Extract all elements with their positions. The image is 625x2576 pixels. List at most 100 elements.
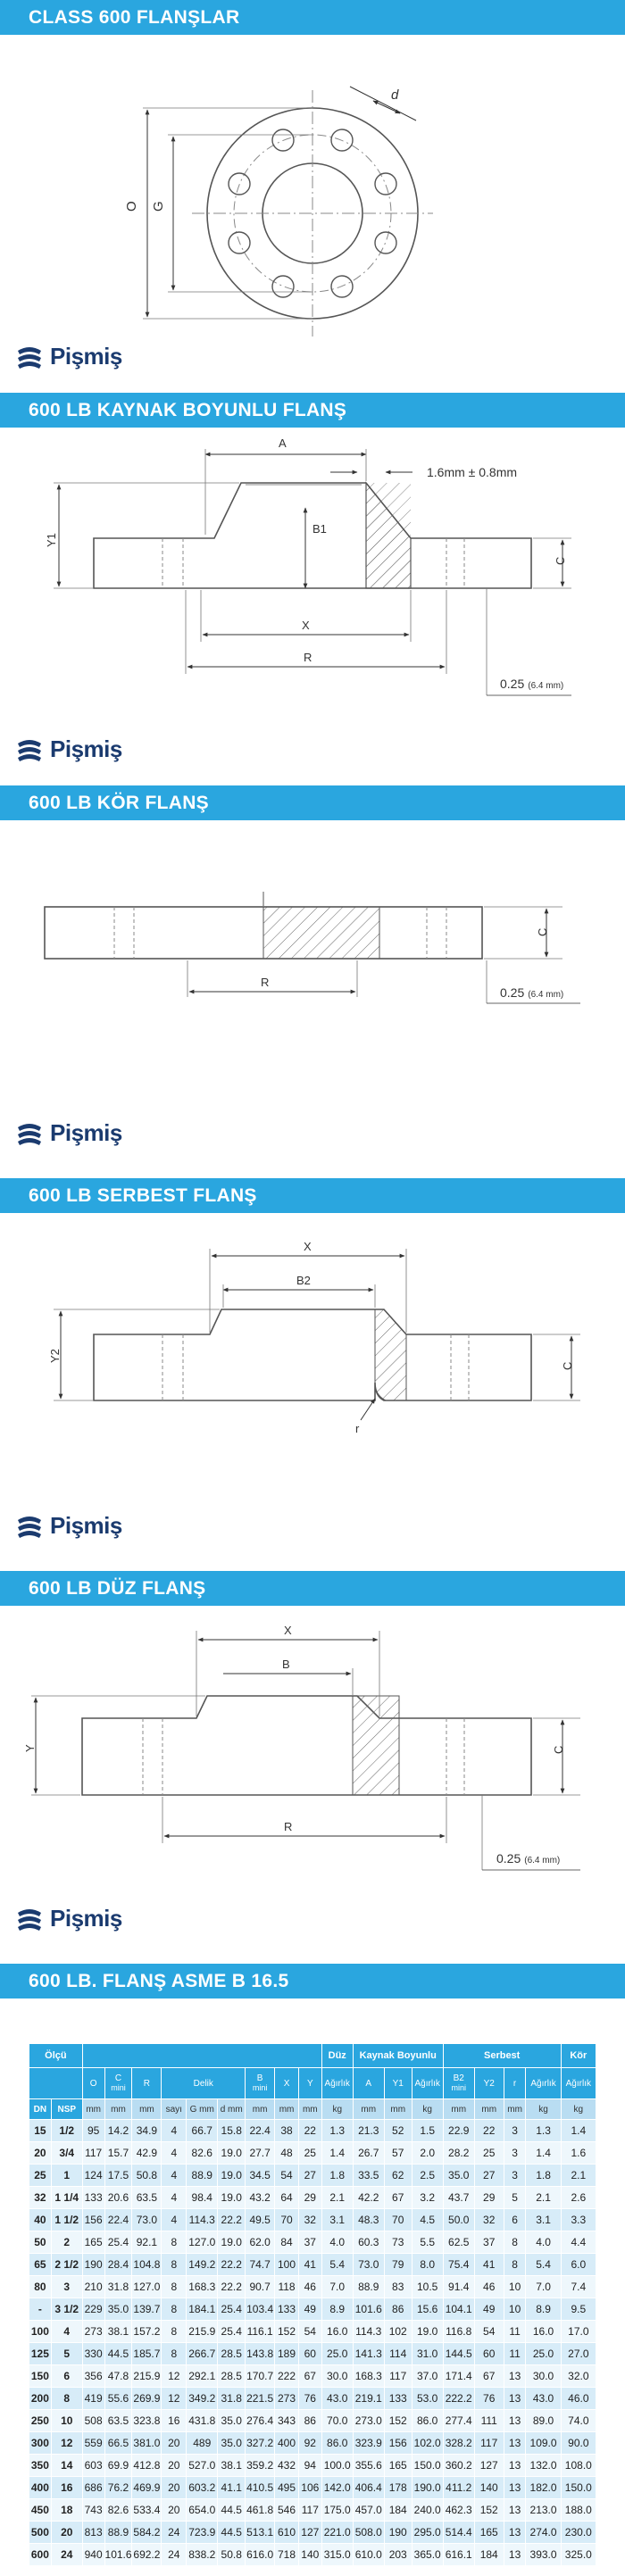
pismis-logo-icon bbox=[18, 1908, 41, 1931]
table-cell: 269.9 bbox=[131, 2387, 162, 2410]
table-cell: 86 bbox=[383, 2298, 412, 2321]
table-cell: 25.4 bbox=[217, 2320, 246, 2343]
table-cell: 276.4 bbox=[245, 2409, 276, 2432]
brand-logo: Pişmiş bbox=[16, 1905, 122, 1932]
header-kor: Kör bbox=[560, 2043, 597, 2068]
table-cell: 117 bbox=[473, 2431, 504, 2455]
table-cell: 28.4 bbox=[104, 2253, 133, 2276]
blind-flange-drawing: C R 0.25(6.4 mm) bbox=[44, 892, 580, 1004]
table-cell: 25.4 bbox=[104, 2231, 133, 2254]
table-cell: 28.5 bbox=[217, 2342, 246, 2365]
table-cell: 42.2 bbox=[352, 2186, 385, 2209]
table-cell: 70.0 bbox=[321, 2409, 354, 2432]
table-cell: 16.0 bbox=[525, 2320, 562, 2343]
table-cell: 616.0 bbox=[245, 2543, 276, 2566]
table-cell: 419 bbox=[81, 2387, 105, 2410]
col-x: X bbox=[274, 2067, 299, 2099]
table-cell: 15.6 bbox=[411, 2298, 444, 2321]
table-cell: 95 bbox=[81, 2119, 105, 2142]
section-asme-table: 600 LB. FLANŞ ASME B 16.5 Ölçü Düz Kayna… bbox=[0, 1964, 625, 2576]
table-cell: 222 bbox=[274, 2364, 299, 2388]
table-cell: 219.1 bbox=[352, 2387, 385, 2410]
table-cell: 210 bbox=[81, 2275, 105, 2298]
table-cell: 170.7 bbox=[245, 2364, 276, 2388]
table-cell: 25 bbox=[473, 2141, 504, 2165]
table-cell: 381.0 bbox=[131, 2431, 162, 2455]
table-cell: 4 bbox=[161, 2186, 188, 2209]
table-cell: 4.0 bbox=[321, 2231, 354, 2254]
table-cell: 240.0 bbox=[411, 2498, 444, 2522]
table-cell: 215.9 bbox=[186, 2320, 219, 2343]
unit-cell: kg bbox=[411, 2098, 444, 2120]
table-cell: 127 bbox=[297, 2521, 322, 2544]
table-cell: 6 bbox=[50, 2364, 83, 2388]
table-cell: 140 bbox=[297, 2543, 322, 2566]
table-cell: 13 bbox=[503, 2409, 527, 2432]
table-cell: 20 bbox=[29, 2141, 52, 2165]
table-cell: 165 bbox=[81, 2231, 105, 2254]
table-cell: 15 bbox=[29, 2119, 52, 2142]
table-cell: 356 bbox=[81, 2364, 105, 2388]
table-cell: 94 bbox=[297, 2454, 322, 2477]
table-cell: 54 bbox=[274, 2164, 299, 2187]
table-cell: 723.9 bbox=[186, 2521, 219, 2544]
table-cell: 1.5 bbox=[411, 2119, 444, 2142]
table-cell: 410.5 bbox=[245, 2476, 276, 2499]
table-cell: 221.5 bbox=[245, 2387, 276, 2410]
table-cell: 22.2 bbox=[217, 2253, 246, 2276]
table-cell: 1 bbox=[50, 2164, 83, 2187]
table-cell: 215.9 bbox=[131, 2364, 162, 2388]
table-cell: 4 bbox=[161, 2119, 188, 2142]
table-cell: 22.2 bbox=[217, 2208, 246, 2231]
table-cell: 103.4 bbox=[245, 2298, 276, 2321]
col-serbest-agirlik: Ağırlık bbox=[525, 2067, 562, 2099]
table-cell: 8 bbox=[503, 2231, 527, 2254]
table-cell: 2.5 bbox=[411, 2164, 444, 2187]
table-cell: 65 bbox=[29, 2253, 52, 2276]
table-cell: 149.2 bbox=[186, 2253, 219, 2276]
table-cell: 152 bbox=[274, 2320, 299, 2343]
table-cell: 111 bbox=[473, 2409, 504, 2432]
table-cell: 8.9 bbox=[321, 2298, 354, 2321]
table-cell: 8 bbox=[161, 2342, 188, 2365]
unit-cell: mm bbox=[131, 2098, 162, 2120]
table-cell: 2.1 bbox=[321, 2186, 354, 2209]
brand-name: Pişmiş bbox=[50, 1512, 122, 1539]
dim-label-x: X bbox=[284, 1624, 292, 1637]
col-duz-agirlik: Ağırlık bbox=[321, 2067, 354, 2099]
table-cell: 273 bbox=[274, 2387, 299, 2410]
table-cell: 838.2 bbox=[186, 2543, 219, 2566]
table-cell: 82.6 bbox=[104, 2498, 133, 2522]
header-olcu: Ölçü bbox=[29, 2043, 83, 2068]
table-cell: 117 bbox=[297, 2498, 322, 2522]
table-cell: 343 bbox=[274, 2409, 299, 2432]
table-cell: 300 bbox=[29, 2431, 52, 2455]
table-cell: 150.0 bbox=[411, 2454, 444, 2477]
dim-label-x: X bbox=[302, 619, 310, 632]
table-cell: 50 bbox=[29, 2231, 52, 2254]
table-cell: 185.7 bbox=[131, 2342, 162, 2365]
table-cell: 60 bbox=[473, 2342, 504, 2365]
table-cell: 38 bbox=[274, 2119, 299, 2142]
table-cell: 27 bbox=[297, 2164, 322, 2187]
table-cell: 171.4 bbox=[442, 2364, 475, 2388]
table-cell: 150.0 bbox=[560, 2476, 597, 2499]
col-y1: Y1 bbox=[383, 2067, 412, 2099]
table-cell: 102.0 bbox=[411, 2431, 444, 2455]
table-cell: 24 bbox=[161, 2543, 188, 2566]
dim-label-c: C bbox=[554, 557, 567, 565]
table-cell: 73 bbox=[383, 2231, 412, 2254]
pismis-logo-icon bbox=[18, 346, 41, 369]
table-cell: 4 bbox=[161, 2164, 188, 2187]
brand-name: Pişmiş bbox=[50, 1119, 122, 1146]
table-cell: 365.0 bbox=[411, 2543, 444, 2566]
table-cell: 44.5 bbox=[217, 2521, 246, 2544]
table-cell: 2 1/2 bbox=[50, 2253, 83, 2276]
table-cell: 1.8 bbox=[525, 2164, 562, 2187]
